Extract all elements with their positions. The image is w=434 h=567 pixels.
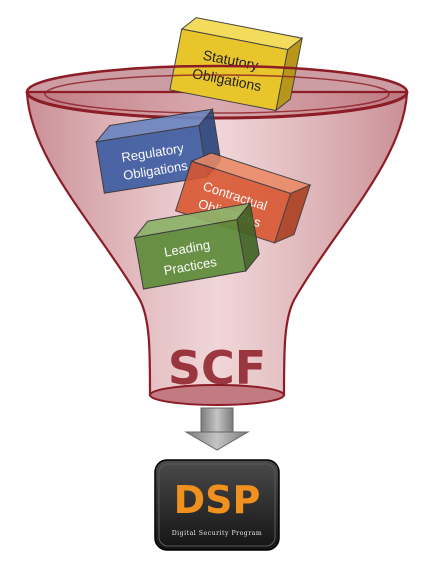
scf-logo-text: SCF bbox=[168, 341, 266, 395]
statutory-obligations-box: Statutory Obligations bbox=[169, 17, 304, 112]
funnel-rim-outline bbox=[25, 64, 409, 120]
scf-logo: SCF bbox=[168, 341, 266, 395]
down-arrow-icon bbox=[184, 407, 250, 451]
dsp-title: DSP bbox=[174, 478, 261, 522]
contractual-obligations-box: Contractual Obligations bbox=[174, 152, 312, 244]
dsp-subtitle: Digital Security Program bbox=[172, 530, 263, 537]
funnel-spout bbox=[149, 384, 285, 406]
leading-practices-box: Leading Practices bbox=[133, 201, 260, 290]
dsp-logo-box: DSP Digital Security Program bbox=[154, 459, 280, 551]
funnel-rim-inner bbox=[44, 74, 390, 114]
